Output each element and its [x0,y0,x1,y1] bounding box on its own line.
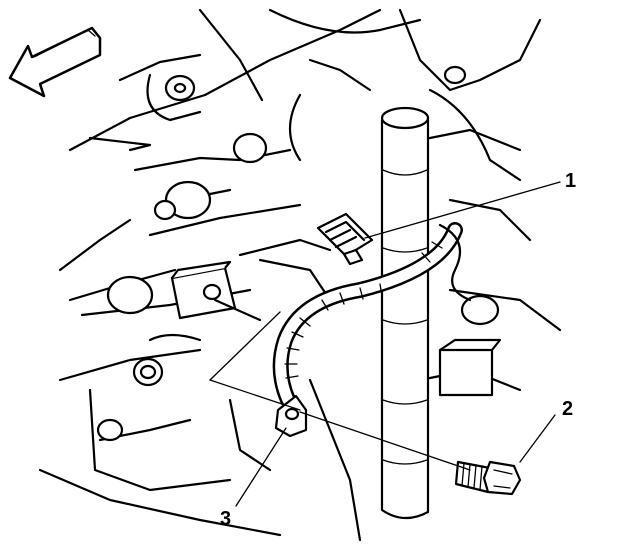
side-box [438,338,502,397]
vertical-tube [380,106,430,520]
engine-bosses [96,65,500,442]
electrical-connector [316,212,374,266]
callout-label-2: 2 [562,398,574,420]
callout-label-1: 1 [565,170,577,192]
direction-arrow-icon [8,26,102,98]
leader-lines [209,181,561,507]
callout-label-3: 3 [220,508,232,530]
bolt [454,460,522,496]
engine-block-outline [38,8,562,542]
mount-block [170,260,262,322]
ground-terminal [274,394,308,438]
wiring-harness [272,222,472,408]
